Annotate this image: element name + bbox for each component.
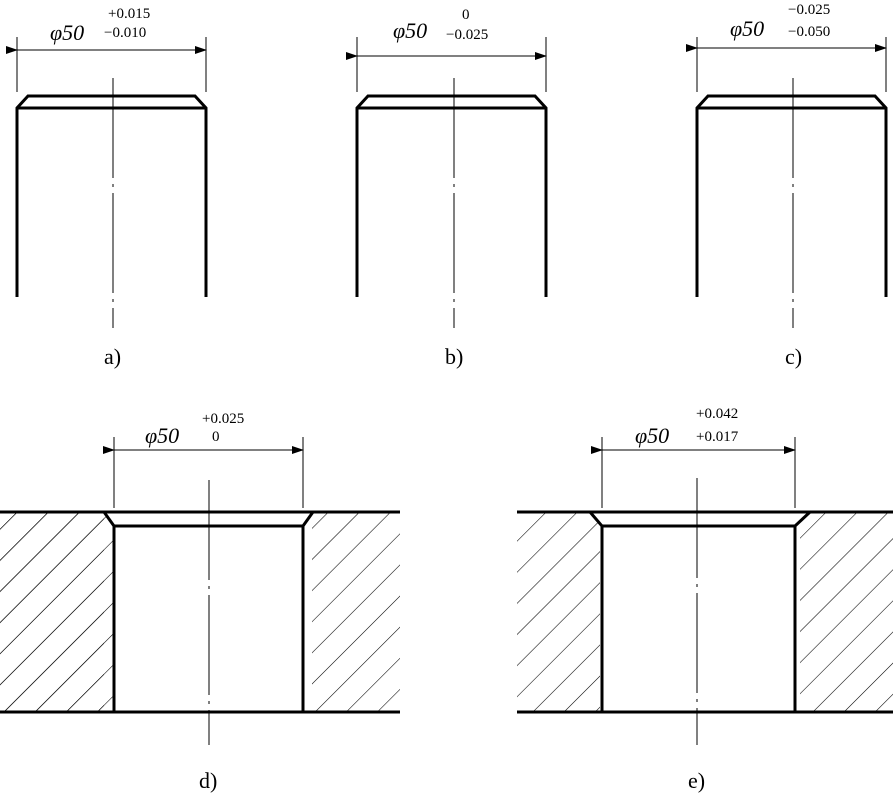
figure-b: φ50 0 −0.025 b) — [346, 7, 548, 369]
dimension-lower-deviation: −0.025 — [446, 27, 488, 43]
dimension-nominal: φ50 — [393, 18, 427, 43]
dimension-upper-deviation: +0.042 — [696, 406, 738, 422]
figure-a: φ50 +0.015 −0.010 a) — [6, 6, 208, 369]
dimension-lower-deviation: 0 — [212, 429, 220, 445]
dimension-nominal: φ50 — [635, 423, 669, 448]
shaft-outline — [695, 94, 888, 297]
dimension-upper-deviation: −0.025 — [788, 2, 830, 18]
dimension-upper-deviation: 0 — [462, 7, 470, 23]
shaft-outline — [355, 94, 548, 297]
dimension-lower-deviation: −0.010 — [104, 25, 146, 41]
bore — [590, 512, 810, 712]
shaft-outline — [15, 94, 208, 297]
caption-e: e) — [688, 768, 705, 793]
figure-c: φ50 −0.025 −0.050 c) — [686, 2, 888, 369]
dimension-lower-deviation: +0.017 — [696, 429, 739, 445]
caption-c: c) — [785, 344, 802, 369]
dimension-nominal: φ50 — [730, 16, 764, 41]
dimension-lower-deviation: −0.050 — [788, 24, 830, 40]
figure-d: φ50 +0.025 0 d) — [0, 411, 400, 793]
hatched-material-right — [800, 512, 893, 712]
caption-d: d) — [199, 768, 217, 793]
figure-e: φ50 +0.042 +0.017 e) — [517, 406, 893, 793]
hatched-material-left — [517, 512, 600, 712]
dimension-nominal: φ50 — [50, 20, 84, 45]
bore-wall-right — [301, 511, 315, 712]
dimension-nominal: φ50 — [145, 423, 179, 448]
hatched-material-left-edge — [0, 512, 114, 712]
dimension-upper-deviation: +0.015 — [108, 6, 150, 22]
caption-b: b) — [445, 344, 463, 369]
caption-a: a) — [104, 344, 121, 369]
hatched-material-right — [312, 512, 400, 712]
dimension-upper-deviation: +0.025 — [202, 411, 244, 427]
